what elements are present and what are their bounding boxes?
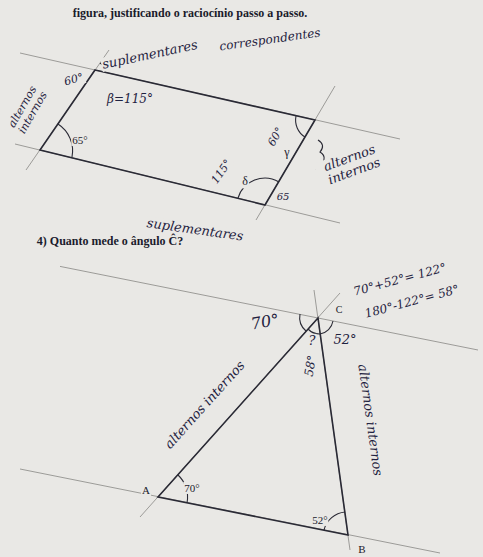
- angle-label: C: [335, 304, 344, 315]
- angle-label: A: [141, 484, 151, 496]
- question-text: figura, justificando o raciocínio passo …: [72, 7, 309, 20]
- angle-arc: [296, 116, 305, 137]
- angle-label: 70°: [183, 482, 200, 494]
- angle-label: 65°: [71, 134, 88, 146]
- handwritten-note: suplementares: [100, 38, 200, 73]
- handwritten-note: 115°: [209, 157, 235, 187]
- angle-arc: [300, 314, 306, 331]
- handwritten-note: β=115°: [106, 93, 154, 106]
- parallelogram: [40, 70, 315, 205]
- handwritten-note: alternos internos: [161, 358, 248, 453]
- handwritten-note: alternos internos: [355, 362, 385, 477]
- angle-arcs: [58, 63, 345, 530]
- triangle: [158, 318, 348, 535]
- angle-arc: [320, 321, 333, 334]
- handwritten-note: correspondentes: [218, 26, 323, 54]
- handwritten-note: 58°: [302, 353, 319, 378]
- question-text: 4) Quanto mede o ângulo Ĉ?: [36, 235, 184, 248]
- handwritten-note: alternos internos: [3, 79, 52, 140]
- handwritten-note: 65: [276, 191, 291, 202]
- extension-lines: [15, 50, 478, 553]
- handwritten-note: 70°: [249, 311, 282, 334]
- angle-label: γ: [283, 146, 290, 159]
- handwritten-note: ?: [308, 334, 317, 348]
- handwritten-note: alternos internos: [313, 139, 390, 190]
- handwritten-note: 52°: [332, 333, 357, 347]
- angle-label: 52°: [311, 514, 328, 526]
- handwritten-note: 60°: [62, 71, 86, 88]
- angle-label: B: [357, 543, 366, 555]
- angle-label: δ: [241, 175, 249, 188]
